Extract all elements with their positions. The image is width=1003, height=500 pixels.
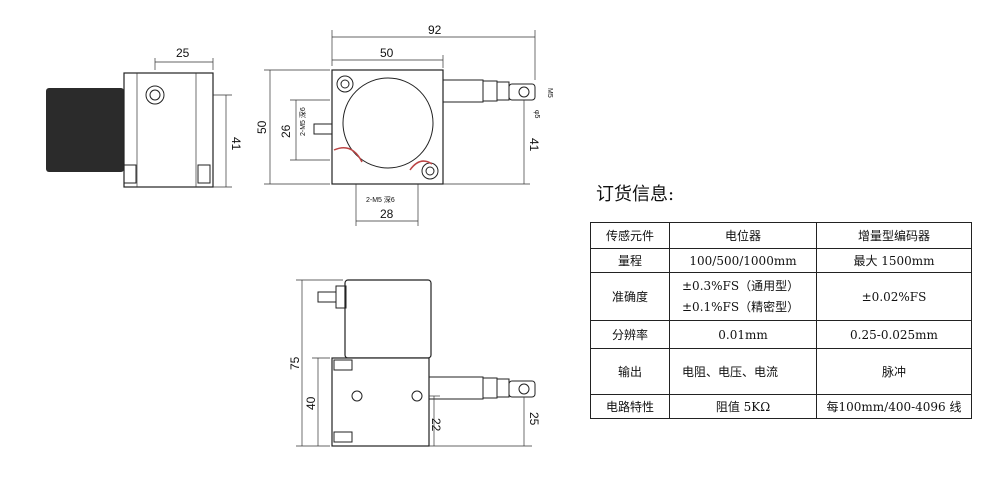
pot-value: 阻值 5KΩ — [669, 394, 817, 419]
side-view: 25 41 — [46, 46, 243, 188]
enc-value: 0.25-0.025mm — [816, 320, 972, 349]
dim-front-right-height: 41 — [527, 138, 541, 152]
row-label: 分辨率 — [590, 320, 670, 349]
row-label: 量程 — [590, 248, 670, 273]
side-view-body — [123, 72, 214, 188]
dim-bottom-total: 75 — [288, 356, 302, 370]
dim-front-total: 92 — [428, 23, 442, 37]
pot-value: 电阻、电压、电流 — [669, 348, 817, 395]
dim-bottom-right-height: 25 — [527, 412, 541, 426]
header-potentiometer: 电位器 — [669, 222, 817, 249]
dim-front-bottom: 28 — [380, 207, 394, 221]
pot-value-line: ±0.3%FS（通用型） — [682, 278, 800, 293]
dim-front-hole-span: 26 — [279, 124, 293, 138]
order-info-title: 订货信息: — [596, 184, 675, 205]
bottom-view-cover — [344, 279, 432, 359]
front-view: 92 50 50 26 2-M5 深6 41 M5 φ5 28 2-M5 深6 — [255, 23, 553, 226]
bottom-view: 75 40 22 25 — [288, 279, 541, 447]
front-view-body — [331, 69, 444, 185]
pot-value: 100/500/1000mm — [669, 248, 817, 273]
pot-value: 0.01mm — [669, 320, 817, 349]
side-view-hole — [145, 85, 165, 105]
enc-value: 脉冲 — [816, 348, 972, 395]
table-row: 准确度 ±0.3%FS（通用型） ±0.1%FS（精密型） ±0.02%FS — [590, 272, 972, 321]
dim-front-height: 50 — [255, 120, 269, 134]
pot-value-line: ±0.1%FS（精密型） — [682, 299, 800, 314]
enc-value: 每100mm/400-4096 线 — [816, 394, 972, 419]
label-phi5: φ5 — [533, 110, 540, 119]
row-label: 输出 — [590, 348, 670, 395]
row-label: 电路特性 — [590, 394, 670, 419]
table-row: 分辨率 0.01mm 0.25-0.025mm — [590, 320, 972, 349]
dim-bottom-body: 40 — [304, 396, 318, 410]
enc-value: 最大 1500mm — [816, 248, 972, 273]
note-front-left: 2-M5 深6 — [298, 107, 307, 136]
header-sensor: 传感元件 — [590, 222, 670, 249]
pot-value: ±0.3%FS（通用型） ±0.1%FS（精密型） — [669, 272, 817, 321]
label-m5: M5 — [546, 88, 553, 98]
table-row: 输出 电阻、电压、电流 脉冲 — [590, 348, 972, 395]
enc-value: ±0.02%FS — [816, 272, 972, 321]
table-row: 量程 100/500/1000mm 最大 1500mm — [590, 248, 972, 273]
order-info-table: 传感元件 电位器 增量型编码器 量程 100/500/1000mm 最大 150… — [590, 222, 972, 419]
row-label: 准确度 — [590, 272, 670, 321]
side-view-cover — [46, 88, 124, 172]
front-view-drum — [342, 77, 434, 169]
header-encoder: 增量型编码器 — [816, 222, 972, 249]
table-header-row: 传感元件 电位器 增量型编码器 — [590, 222, 972, 249]
note-front-bottom: 2-M5 深6 — [366, 195, 395, 204]
table-row: 电路特性 阻值 5KΩ 每100mm/400-4096 线 — [590, 394, 972, 419]
dim-side-top: 25 — [176, 46, 190, 60]
dim-bottom-hole-offset: 22 — [429, 418, 443, 432]
dim-front-body: 50 — [380, 46, 394, 60]
dim-side-height: 41 — [229, 137, 243, 151]
